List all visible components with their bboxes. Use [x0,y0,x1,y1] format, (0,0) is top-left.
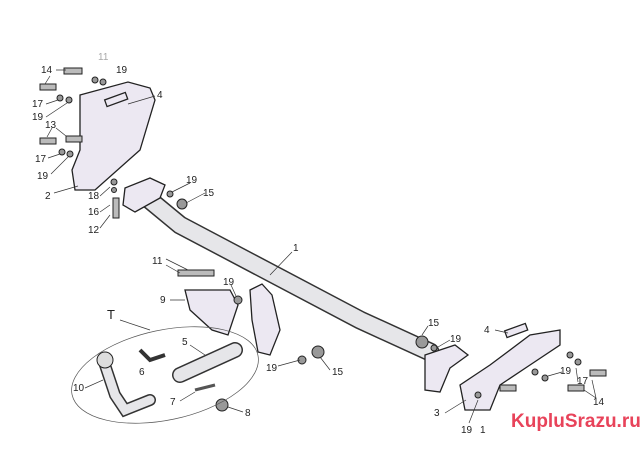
fasteners [39,67,607,412]
towball-kit [71,326,259,424]
part-labels: 14 11 19 4 17 19 13 17 19 2 18 16 12 19 … [32,52,605,436]
label: 19 [560,366,572,377]
label: 17 [35,154,47,165]
label: 19 [186,175,198,186]
label: 19 [450,334,462,345]
label: 12 [88,225,100,236]
label: 14 [41,65,53,76]
kit-label-t: T [107,307,115,322]
label: 16 [88,207,100,218]
watermark: KupluSrazu.ru [508,410,640,434]
label: 13 [45,120,57,131]
label: 15 [203,188,215,199]
left-bracket [71,81,156,191]
label: 4 [484,325,490,336]
label: 2 [45,191,51,202]
label: 18 [88,191,100,202]
label: 11 [98,52,109,63]
label: 15 [428,318,440,329]
label: 9 [160,295,166,306]
label: 17 [32,99,44,110]
label: 19 [37,171,49,182]
label: 7 [170,397,176,408]
center-bracket [249,283,281,356]
label: 19 [116,65,128,76]
label: 11 [152,256,163,267]
right-tube-plate [424,344,470,393]
label: 5 [182,337,188,348]
label: 19 [266,363,278,374]
right-bracket [459,329,561,411]
label: 15 [332,367,344,378]
left-tube-plate [122,177,166,213]
bracket-9 [184,289,239,336]
label: 14 [593,397,605,408]
crossbar-tube [130,182,440,362]
label: 3 [434,408,440,419]
label: 17 [577,376,589,387]
label: 19 [461,425,473,436]
label: 8 [245,408,251,419]
label: 6 [139,367,145,378]
leader-lines [44,69,597,424]
label: 19 [223,277,235,288]
label: 10 [73,383,85,394]
label: 19 [32,112,44,123]
right-clip [503,322,529,339]
label: 1 [293,243,299,254]
label: 4 [157,90,163,101]
label: 1 [480,425,486,436]
